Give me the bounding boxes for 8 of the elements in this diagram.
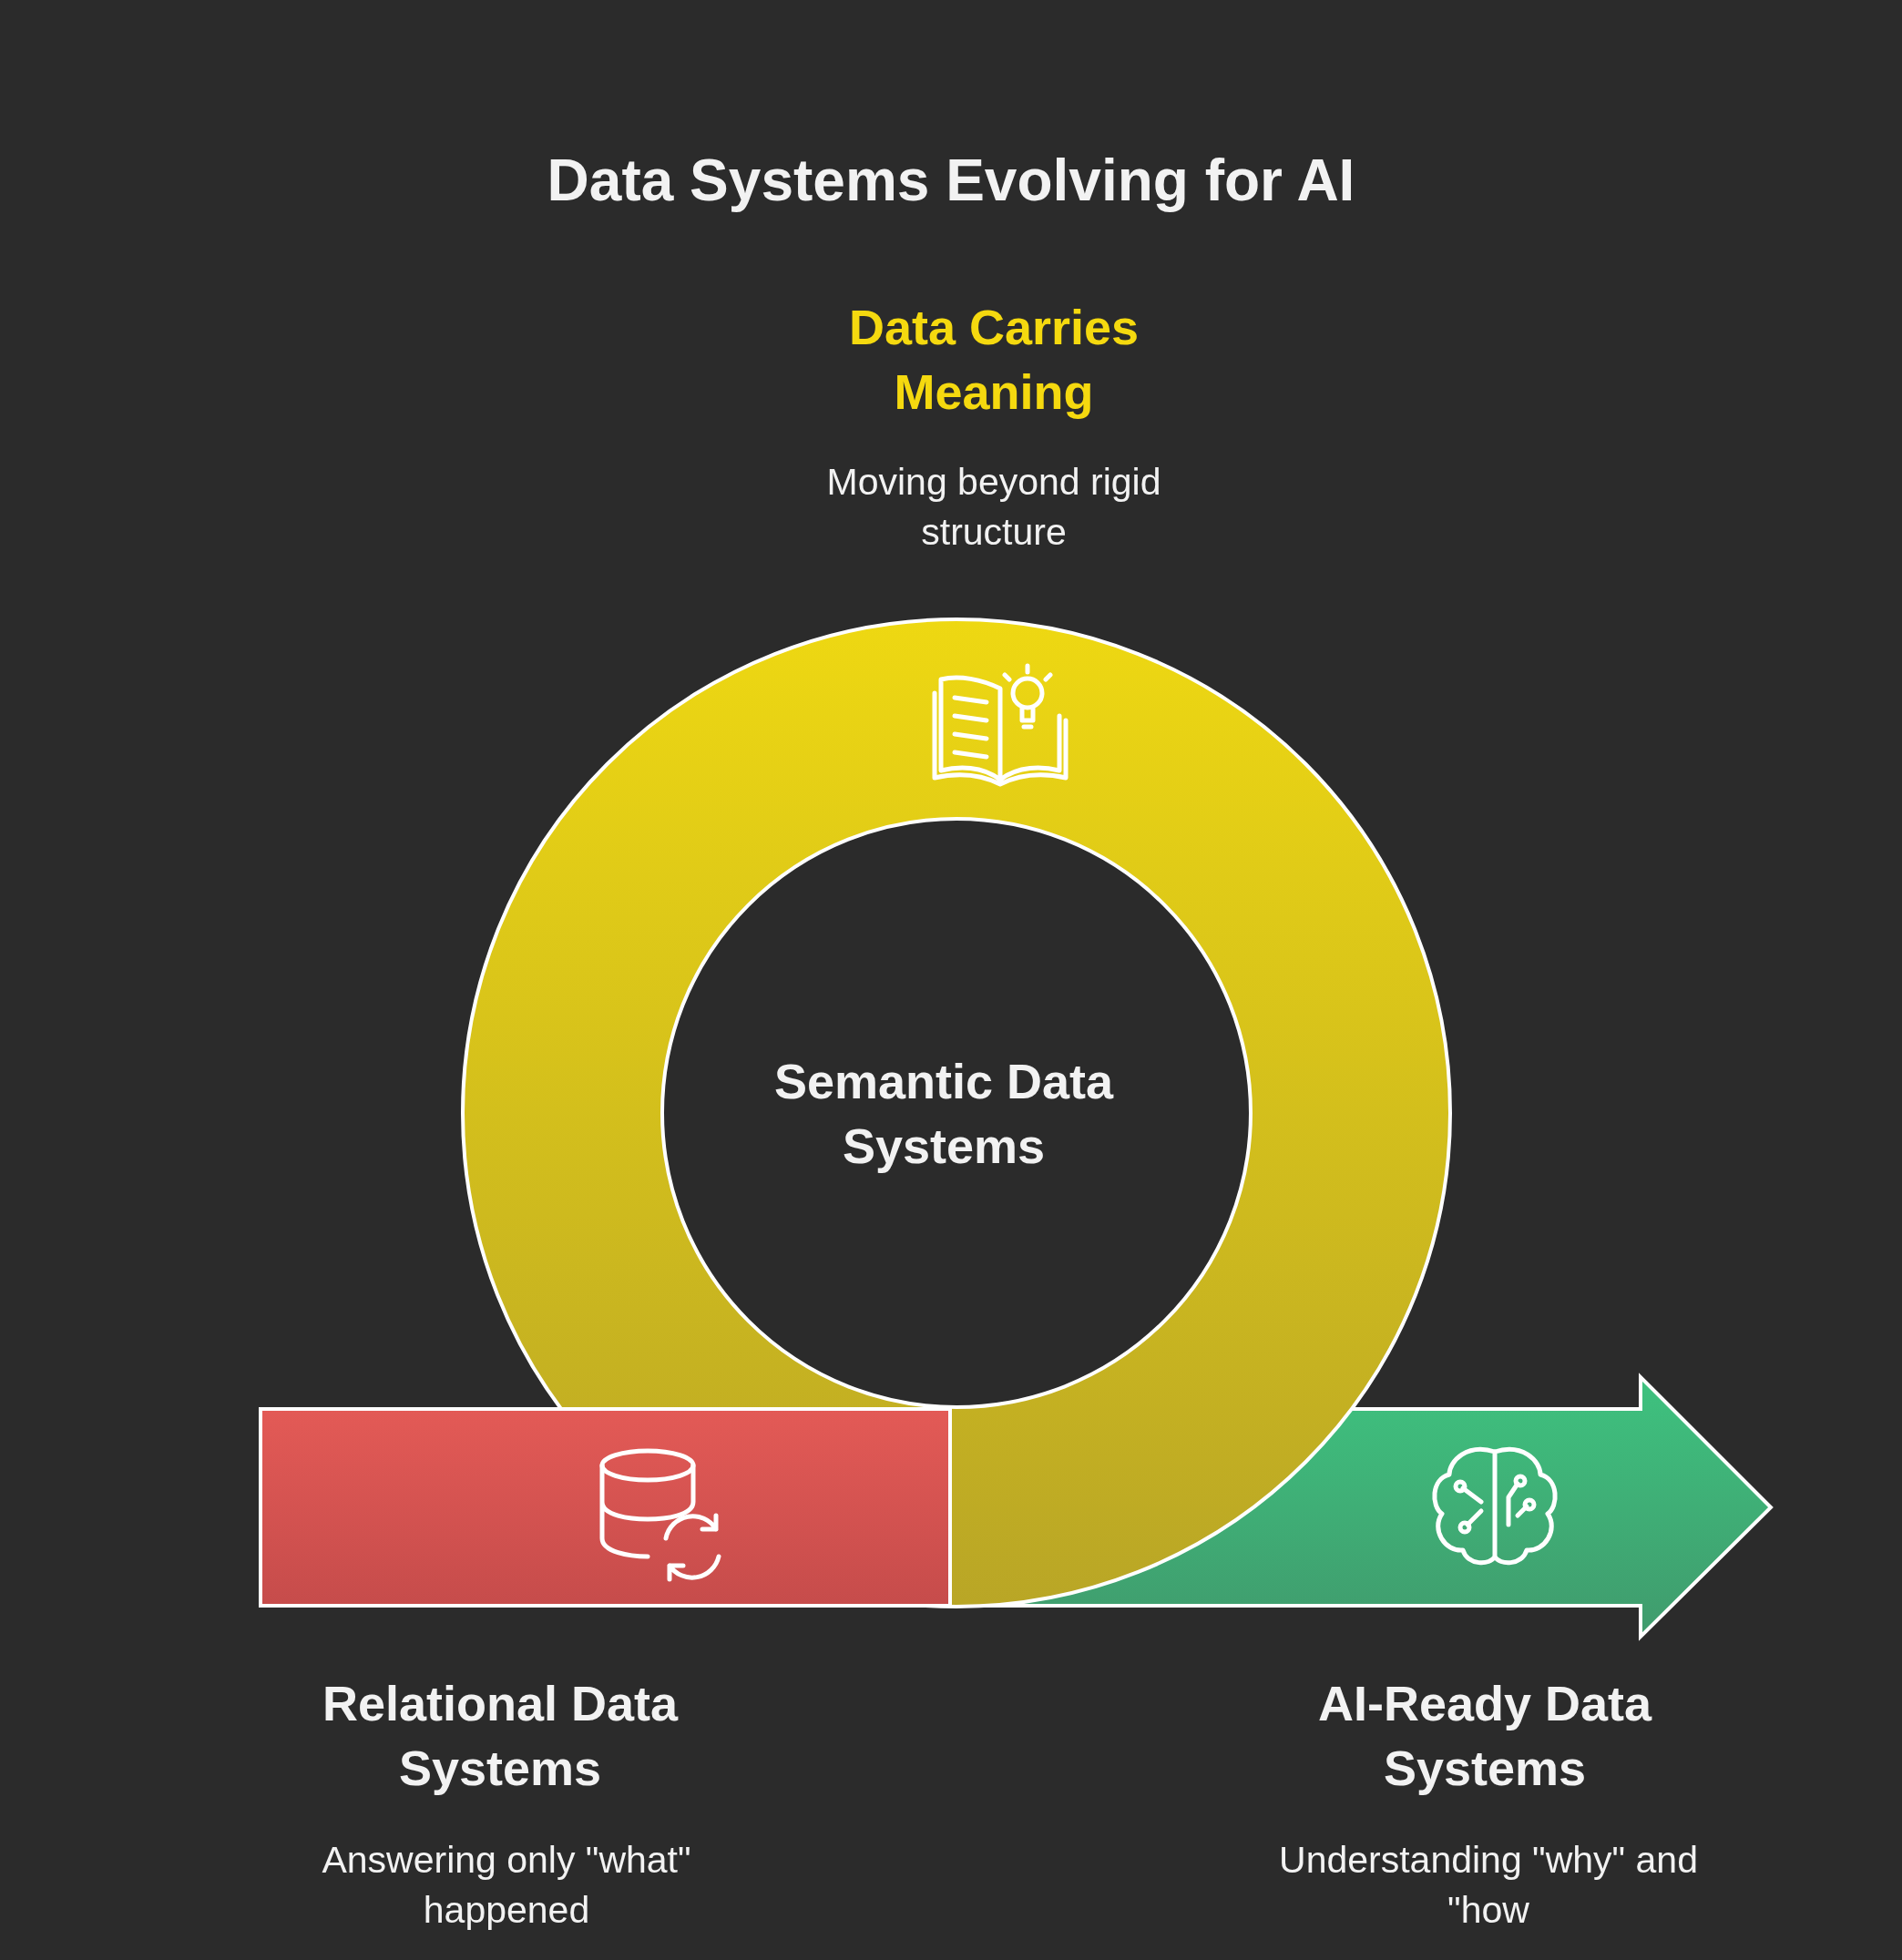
stage-description: Understanding "why" and "how	[1278, 1838, 1699, 1933]
stage-heading: Relational Data Systems	[321, 1675, 680, 1797]
stage-heading: Data Carries Meaning	[847, 299, 1140, 421]
stage-heading: AI-Ready Data Systems	[1316, 1675, 1653, 1797]
stage-description: Answering only "what" happened	[321, 1838, 692, 1933]
stage-description: Moving beyond rigid structure	[825, 460, 1162, 555]
diagram-title: Data Systems Evolving for AI	[546, 147, 1356, 215]
center-label: Semantic Data Systems	[772, 1053, 1115, 1175]
